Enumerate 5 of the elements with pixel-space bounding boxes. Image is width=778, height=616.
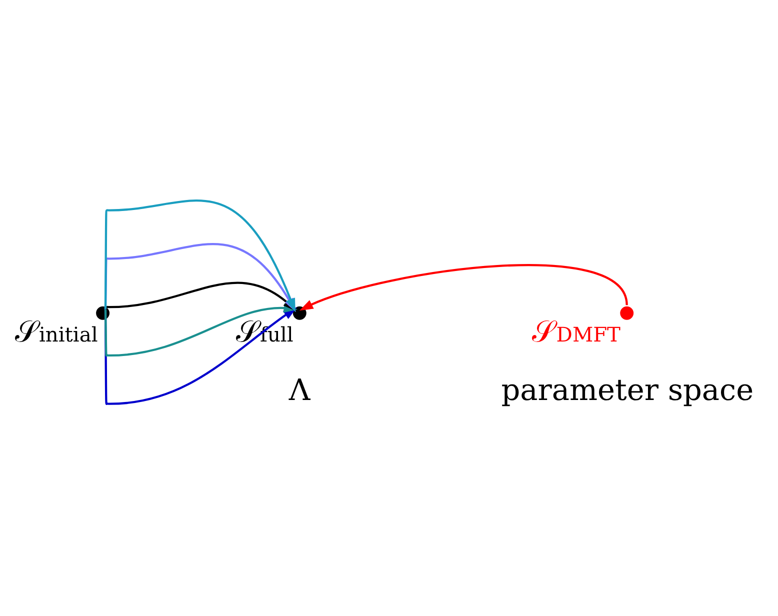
label: parameter space: [501, 372, 754, 406]
label: Λ: [288, 372, 310, 406]
node-label: 𝒮DMFT: [532, 314, 620, 348]
node-label: 𝒮full: [236, 314, 294, 348]
node-label: 𝒮initial: [14, 314, 98, 348]
